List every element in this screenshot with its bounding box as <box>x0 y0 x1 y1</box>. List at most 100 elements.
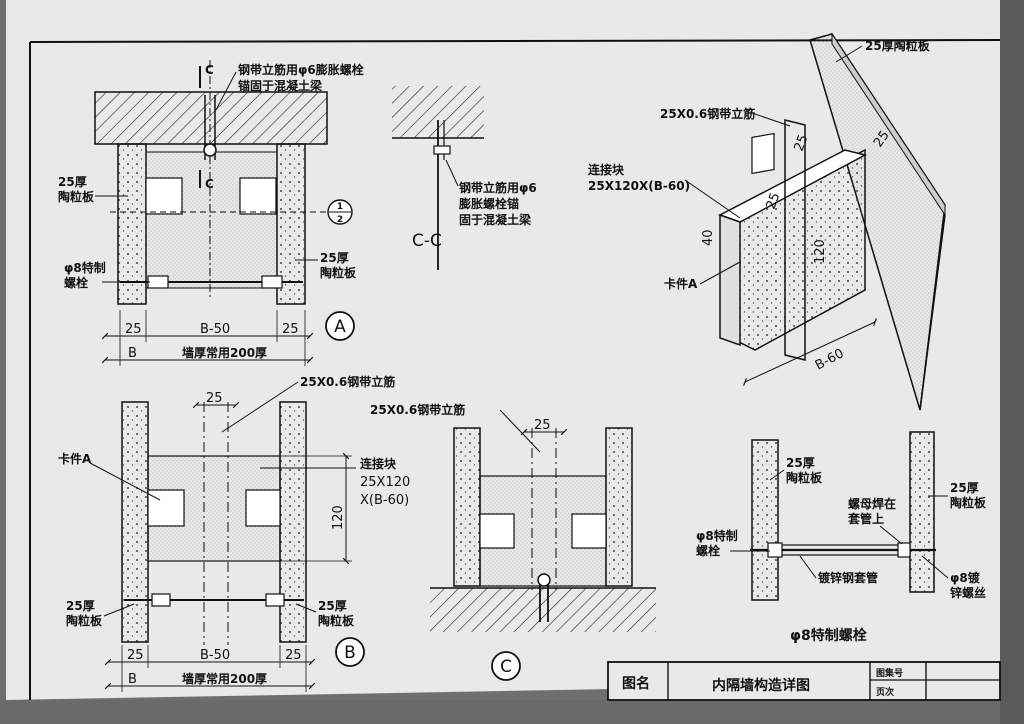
iso-panel-side <box>919 214 946 411</box>
b-clip-leader <box>89 462 161 501</box>
b-stud-leader <box>221 381 299 433</box>
b-panel-left-leader <box>103 603 135 617</box>
c-stud-label: 25X0.6钢带立筋 <box>370 402 465 417</box>
c-clip-left <box>479 513 515 549</box>
bd-panel-left-1: 25厚 <box>786 456 815 470</box>
iso-block-label-1: 连接块 <box>588 162 625 177</box>
c-stud-leader <box>499 409 541 453</box>
panel-left <box>117 143 147 305</box>
bd-head <box>767 542 783 558</box>
iso-dim-25a: 25 <box>792 133 812 154</box>
b-panel-right-label-1: 25厚 <box>318 599 347 613</box>
b-panel-left <box>121 401 149 643</box>
iso-dim-120: 120 <box>813 239 828 264</box>
bd-washer-2: 锌螺丝 <box>950 585 986 600</box>
anchor-nut <box>203 143 217 157</box>
tb-page-label: 页次 <box>876 686 894 698</box>
clip-right <box>239 177 277 215</box>
bd-sleeve-leader <box>799 555 817 579</box>
iso-dim-40: 40 <box>701 229 716 246</box>
scan-bottom <box>0 700 1000 724</box>
tb-name: 内隔墙构造详图 <box>712 677 810 694</box>
bd-panel-left-2: 陶粒板 <box>786 470 823 485</box>
bd-nut <box>897 542 911 558</box>
bd-washer-leader <box>921 555 949 579</box>
c-panel-left <box>453 427 481 587</box>
iso-stud-label: 25X0.6钢带立筋 <box>660 106 755 121</box>
c-panel-right <box>605 427 633 587</box>
iso-clip-leader <box>699 261 741 285</box>
iso-clip-left <box>751 132 775 175</box>
bolt-nut-left <box>147 275 169 289</box>
b-stud-label: 25X0.6钢带立筋 <box>300 374 395 389</box>
b-clip-left <box>147 489 185 527</box>
iso-dim-line <box>743 318 877 386</box>
index-bottom: 2 <box>337 215 343 225</box>
border-top <box>29 39 1001 43</box>
iso-panel-leader <box>835 45 863 63</box>
iso-block-label-2: 25X120X(B-60) <box>588 179 690 193</box>
b-dim-left: 25 <box>127 648 144 663</box>
panel-left-label-2: 陶粒板 <box>58 189 95 204</box>
detail-a: 1 2 C C 钢带立筋用φ6膨胀螺栓 锚固于混凝土梁 25厚 陶粒板 25厚 … <box>58 60 364 366</box>
bolt-label-1: φ8特制 <box>64 260 106 275</box>
iso-stud-leader <box>751 112 791 127</box>
iso-block-leader <box>684 179 741 219</box>
marker-b-text: B <box>344 643 356 663</box>
bd-nut-1: 螺母焊在 <box>848 496 896 511</box>
tb-name-label: 图名 <box>622 675 650 692</box>
section-cc: 钢带立筋用φ6 膨胀螺栓锚 固于混凝土梁 C-C <box>392 86 537 270</box>
section-c-label-top: C <box>205 63 214 77</box>
clip-left <box>145 177 183 215</box>
c-slab <box>430 588 656 632</box>
b-block-label-1: 连接块 <box>360 456 397 471</box>
bolt-label-2: 螺栓 <box>64 275 88 290</box>
b-clip-right <box>245 489 281 527</box>
b-panel-right-leader <box>295 603 317 613</box>
bd-panel-left <box>751 439 779 601</box>
cc-note-3: 固于混凝土梁 <box>459 212 531 227</box>
b-block-label-2: 25X120 <box>360 475 410 490</box>
bd-title: φ8特制螺栓 <box>790 627 867 644</box>
b-panel-left-label-1: 25厚 <box>66 599 95 613</box>
anchor-note-1: 钢带立筋用φ6膨胀螺栓 <box>238 62 364 77</box>
dim-a-note: 墙厚常用200厚 <box>182 345 267 360</box>
b-panel-right-label-2: 陶粒板 <box>318 613 355 628</box>
scan-edge <box>1000 0 1024 724</box>
b-dim-120: 120 <box>331 505 346 530</box>
anchor-leader <box>215 71 237 111</box>
b-panel-left-label-2: 陶粒板 <box>66 613 103 628</box>
dim-a-right: 25 <box>282 322 299 337</box>
panel-right-label-2: 陶粒板 <box>320 265 357 280</box>
detail-c: 25X0.6钢带立筋 25 C <box>370 402 656 681</box>
tb-frame <box>607 661 1001 701</box>
marker-c <box>491 651 521 681</box>
bd-nut-2: 套管上 <box>847 511 884 526</box>
section-c-label-bottom: C <box>205 177 214 191</box>
c-clip-right <box>571 513 607 549</box>
bolt-nut-right <box>261 275 283 289</box>
cc-nut <box>433 145 451 155</box>
marker-a <box>325 311 355 341</box>
b-bolt-nut-left <box>151 593 171 607</box>
dim-a-left: 25 <box>125 322 142 337</box>
iso-block-side <box>719 213 741 347</box>
isometric-view: 25厚陶粒板 25X0.6钢带立筋 连接块 25X120X(B-60) 25 2… <box>588 32 946 411</box>
detail-b: 25X0.6钢带立筋 25 卡件A 连接块 25X120 X(B-60) 120… <box>58 374 410 692</box>
connector-block <box>145 151 278 289</box>
bolt-detail: 25厚 陶粒板 25厚 陶粒板 螺母焊在 套管上 φ8特制 螺栓 镀锌钢套管 φ… <box>696 431 987 644</box>
b-dim-right: 25 <box>285 648 302 663</box>
tb-atlas-label: 图集号 <box>876 667 903 679</box>
panel-right-label-1: 25厚 <box>320 251 349 265</box>
anchor-note-2: 锚固于混凝土梁 <box>238 78 322 93</box>
marker-b <box>335 637 365 667</box>
cc-title: C-C <box>412 231 442 251</box>
b-clip-label: 卡件A <box>58 451 92 466</box>
c-anchor-nut <box>537 573 551 587</box>
bd-sleeve-label: 镀锌钢套管 <box>818 570 878 585</box>
concrete-beam <box>94 91 328 145</box>
b-dim-mid: B-50 <box>200 648 230 663</box>
iso-panel-label: 25厚陶粒板 <box>865 38 931 53</box>
panel-left-label-1: 25厚 <box>58 175 87 189</box>
